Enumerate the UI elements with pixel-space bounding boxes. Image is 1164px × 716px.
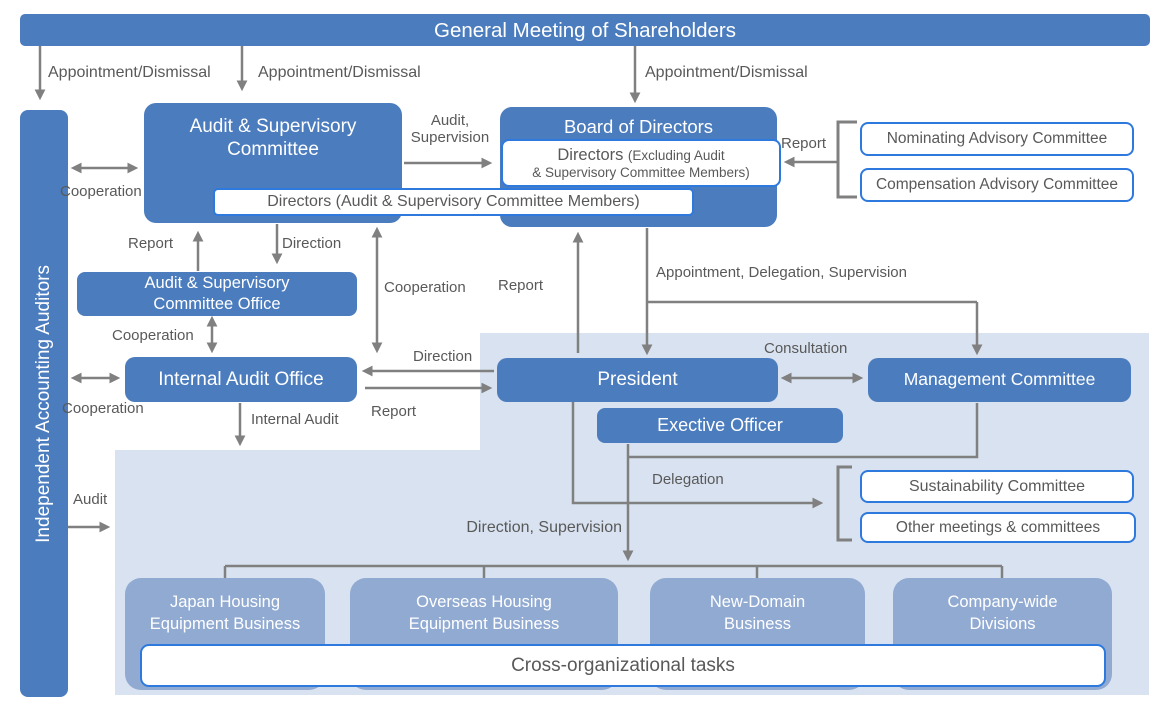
label-audit: Audit: [73, 491, 108, 508]
label-appointment-dismissal-3: Appointment/Dismissal: [645, 64, 808, 81]
committee-office-box: Audit & Supervisory Committee Office: [77, 272, 357, 316]
cross-organizational-tasks-box: Cross-organizational tasks: [140, 644, 1106, 687]
cross-organizational-tasks-label: Cross-organizational tasks: [511, 654, 735, 676]
label-direction-iao: Direction: [413, 348, 473, 365]
president-label: President: [597, 369, 678, 391]
independent-accounting-auditors-bar: Independent Accounting Auditors: [20, 110, 68, 697]
compensation-label: Compensation Advisory Committee: [875, 176, 1119, 193]
label-cooperation-4: Cooperation: [62, 400, 144, 417]
directors-word: Directors: [557, 145, 624, 164]
label-audit-supervision-line1: Audit,: [430, 112, 470, 129]
other-meetings-label: Other meetings & committees: [895, 518, 1101, 536]
office-line1: Audit & Supervisory: [144, 274, 290, 293]
general-meeting-bar: General Meeting of Shareholders: [20, 14, 1150, 46]
biz2-line1: Overseas Housing: [416, 593, 552, 611]
label-delegation: Delegation: [652, 471, 724, 488]
label-report-advisory: Report: [781, 135, 827, 152]
label-consultation: Consultation: [764, 340, 848, 357]
nominating-advisory-committee: Nominating Advisory Committee: [860, 122, 1134, 156]
sustainability-label: Sustainability Committee: [908, 477, 1086, 495]
president-box: President: [497, 358, 778, 402]
general-meeting-label: General Meeting of Shareholders: [434, 18, 736, 42]
biz4-line1: Company-wide: [947, 593, 1058, 611]
bracket-advisory: [836, 120, 857, 199]
line-business-stubs: [223, 566, 1004, 578]
biz3-line2: Business: [724, 615, 791, 634]
executive-officer-box: Exective Officer: [597, 408, 843, 443]
biz3-line1: New-Domain: [709, 593, 806, 611]
executive-officer-label: Exective Officer: [657, 414, 783, 435]
label-appointment-dismissal-2: Appointment/Dismissal: [258, 64, 421, 81]
independent-accounting-auditors-label: Independent Accounting Auditors: [33, 264, 55, 543]
excluding-note2: & Supervisory Committee Members): [532, 164, 750, 180]
internal-audit-office-label: Internal Audit Office: [158, 368, 324, 390]
biz2-line2: Equipment Business: [408, 615, 560, 634]
arrow-delegation: [571, 402, 824, 509]
label-internal-audit: Internal Audit: [251, 411, 339, 428]
board-title: Board of Directors: [563, 116, 714, 137]
biz1-line1: Japan Housing: [169, 593, 281, 611]
label-report-iao: Report: [371, 403, 417, 420]
compensation-advisory-committee: Compensation Advisory Committee: [860, 168, 1134, 202]
internal-audit-office-box: Internal Audit Office: [125, 357, 357, 402]
committee-line1: Audit & Supervisory: [189, 116, 357, 137]
nominating-label: Nominating Advisory Committee: [886, 130, 1108, 147]
bracket-sustainability: [836, 465, 852, 542]
label-audit-supervision: Audit, Supervision: [404, 112, 496, 146]
other-meetings-committees: Other meetings & committees: [860, 512, 1136, 543]
label-report-office: Report: [128, 235, 174, 252]
label-report-president: Report: [498, 277, 544, 294]
line-management-to-trunk: [629, 403, 979, 459]
label-cooperation-1: Cooperation: [60, 183, 142, 200]
management-committee-label: Management Committee: [903, 369, 1096, 390]
label-cooperation-2: Cooperation: [112, 327, 194, 344]
label-direction-supervision: Direction, Supervision: [466, 519, 622, 536]
label-appointment-delegation-supervision: Appointment, Delegation, Supervision: [656, 264, 907, 281]
label-audit-supervision-line2: Supervision: [410, 129, 490, 146]
label-direction-office: Direction: [282, 235, 342, 252]
committee-line2: Committee: [227, 139, 319, 161]
biz1-line2: Equipment Business: [149, 615, 301, 634]
directors-strip-label: Directors (Audit & Supervisory Committee…: [267, 193, 640, 210]
excluding-note: (Excluding Audit: [627, 147, 725, 163]
biz4-line2: Divisions: [969, 615, 1036, 634]
label-appointment-dismissal-1: Appointment/Dismissal: [48, 64, 211, 81]
directors-strip: Directors (Audit & Supervisory Committee…: [213, 188, 694, 216]
management-committee-box: Management Committee: [868, 358, 1131, 402]
sustainability-committee: Sustainability Committee: [860, 470, 1134, 503]
office-line2: Committee Office: [153, 295, 281, 313]
label-cooperation-3: Cooperation: [384, 279, 466, 296]
directors-excluding-box: Directors (Excluding Audit & Supervisory…: [501, 139, 781, 187]
